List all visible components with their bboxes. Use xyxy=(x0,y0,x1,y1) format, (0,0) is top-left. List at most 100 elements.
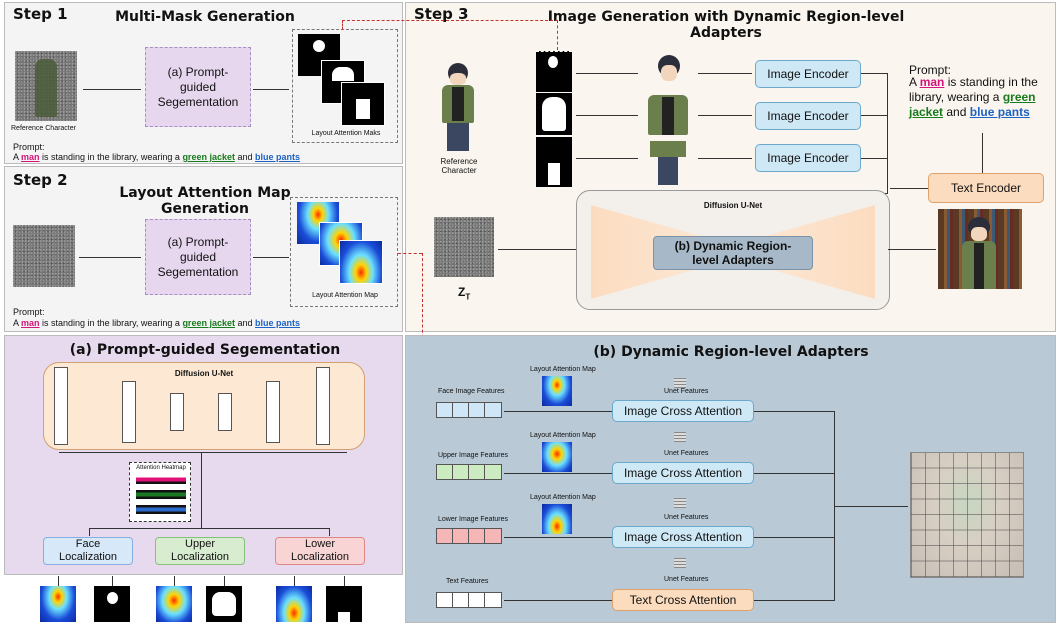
unet-block-5 xyxy=(266,381,280,443)
attention-heatmap-label: Attention Heatmap xyxy=(136,465,186,471)
step1-label: Step 1 xyxy=(13,5,68,23)
merge-out xyxy=(834,506,908,507)
step1-prompt: A man is standing in the library, wearin… xyxy=(13,152,301,162)
face-features xyxy=(436,402,502,418)
heatmap-row-green xyxy=(136,490,186,499)
unet-block-3 xyxy=(170,393,184,431)
merge-3 xyxy=(754,537,834,538)
step3-enc-out-2 xyxy=(861,115,887,116)
step2-panel: Step 2 Layout Attention Map Generation (… xyxy=(4,166,403,332)
step3-arrow-enc-3 xyxy=(698,158,752,159)
step3-arrow-enc-2 xyxy=(698,115,752,116)
unet-block-2 xyxy=(122,381,136,443)
cross-attention-1: Image Cross Attention xyxy=(612,400,754,422)
step2-noise-image xyxy=(13,225,75,287)
text-unet-features-label: Unet Features xyxy=(664,576,709,583)
step3-mask-face xyxy=(536,51,572,92)
panel-a-unet-frame: Diffusion U-Net xyxy=(43,362,365,450)
connector-step2-out xyxy=(398,253,422,254)
output-arrow-4 xyxy=(224,576,225,586)
step2-maps-frame: Layout Attention Map xyxy=(290,197,398,307)
step3-text-enc-line xyxy=(890,188,928,189)
step3-arrow-crop-2 xyxy=(576,115,638,116)
output-arrow-3 xyxy=(174,576,175,586)
cross-attention-2: Image Cross Attention xyxy=(612,462,754,484)
step3-crop-upper xyxy=(646,95,690,135)
upper-feat-arrow xyxy=(504,473,612,474)
step3-arrow-crop-1 xyxy=(576,73,638,74)
step1-title: Multi-Mask Generation xyxy=(115,9,295,25)
lower-layout-map-label: Layout Attention Map xyxy=(530,494,596,501)
output-attention-grid xyxy=(910,452,1024,578)
step3-image-encoder-2: Image Encoder xyxy=(755,102,861,130)
step1-masks-frame: Layout Attention Maks xyxy=(292,29,398,143)
step1-panel: Step 1 Multi-Mask Generation Reference C… xyxy=(4,2,403,164)
step1-masks-caption: Layout Attention Maks xyxy=(311,130,381,137)
face-layout-map-label: Layout Attention Map xyxy=(530,366,596,373)
step3-noise-zt xyxy=(434,217,494,277)
lower-layout-map xyxy=(542,504,572,534)
face-mask-output xyxy=(94,586,130,622)
upper-features xyxy=(436,464,502,480)
step3-enc-vertical xyxy=(887,73,888,193)
panel-a: (a) Prompt-guided Segementation Diffusio… xyxy=(4,335,403,575)
cross-attention-3: Image Cross Attention xyxy=(612,526,754,548)
step3-image-encoder-3: Image Encoder xyxy=(755,144,861,172)
step3-zt-arrow xyxy=(498,249,576,250)
connector-step2-down xyxy=(422,253,423,353)
lower-mask-output xyxy=(326,586,362,622)
output-arrow-1 xyxy=(58,576,59,586)
step3-output-image xyxy=(938,209,1022,289)
merge-2 xyxy=(754,473,834,474)
lower-heatmap-output xyxy=(276,586,312,622)
step3-unet-frame: Diffusion U-Net (b) Dynamic Region-level… xyxy=(576,190,890,310)
step3-adapter-box: (b) Dynamic Region-level Adapters xyxy=(653,236,813,270)
panel-a-stem xyxy=(201,452,202,528)
step3-title: Image Generation with Dynamic Region-lev… xyxy=(547,9,905,41)
lower-features xyxy=(436,528,502,544)
step2-maps-caption: Layout Attention Map xyxy=(312,292,378,299)
output-arrow-6 xyxy=(344,576,345,586)
lower-unet-features-label: Unet Features xyxy=(664,514,709,521)
face-features-label: Face Image Features xyxy=(438,388,505,395)
step1-mask-lower xyxy=(341,82,385,126)
step2-prompt: A man is standing in the library, wearin… xyxy=(13,318,301,328)
connector-step1-to-step3 xyxy=(342,20,558,21)
upper-layout-map xyxy=(542,442,572,472)
step3-crop-lower xyxy=(648,141,688,185)
text-cross-attention: Text Cross Attention xyxy=(612,589,754,611)
step3-arrow-enc-1 xyxy=(698,73,752,74)
attention-heatmap-frame: Attention Heatmap xyxy=(129,462,191,522)
step1-reference-caption: Reference Character xyxy=(11,125,76,132)
step1-segmentation-box: (a) Prompt-guided Segementation xyxy=(145,47,251,127)
text-features xyxy=(436,592,502,608)
unet-block-1 xyxy=(54,367,68,445)
face-unet-features-label: Unet Features xyxy=(664,388,709,395)
step2-map-lower xyxy=(339,240,383,284)
output-arrow-5 xyxy=(294,576,295,586)
step2-title: Layout Attention Map Generation xyxy=(119,185,291,217)
lower-features-label: Lower Image Features xyxy=(438,516,509,523)
heatmap-row-blue xyxy=(136,505,186,514)
upper-mask-output xyxy=(206,586,242,622)
face-layout-map xyxy=(542,376,572,406)
text-features-label: Text Features xyxy=(446,578,489,585)
connector-step3-mask-drop xyxy=(557,20,558,50)
step1-prompt-label: Prompt: xyxy=(13,142,45,152)
upper-localization: Upper Localization xyxy=(155,537,245,565)
step3-mask-lower xyxy=(536,137,572,187)
lower-localization: Lower Localization xyxy=(275,537,365,565)
upper-features-label: Upper Image Features xyxy=(438,452,509,459)
text-feat-arrow xyxy=(504,600,612,601)
face-localization: Face Localization xyxy=(43,537,133,565)
merge-1 xyxy=(754,411,834,412)
unet-block-4 xyxy=(218,393,232,431)
step3-unet-label: Diffusion U-Net xyxy=(703,201,763,210)
step3-enc-out-3 xyxy=(861,158,887,159)
step3-text-encoder: Text Encoder xyxy=(928,173,1044,203)
upper-unet-grid xyxy=(674,432,686,442)
lower-feat-arrow xyxy=(504,537,612,538)
step1-arrow-1 xyxy=(83,89,141,90)
panel-a-title: (a) Prompt-guided Segementation xyxy=(69,342,341,358)
step2-arrow-1 xyxy=(79,257,141,258)
